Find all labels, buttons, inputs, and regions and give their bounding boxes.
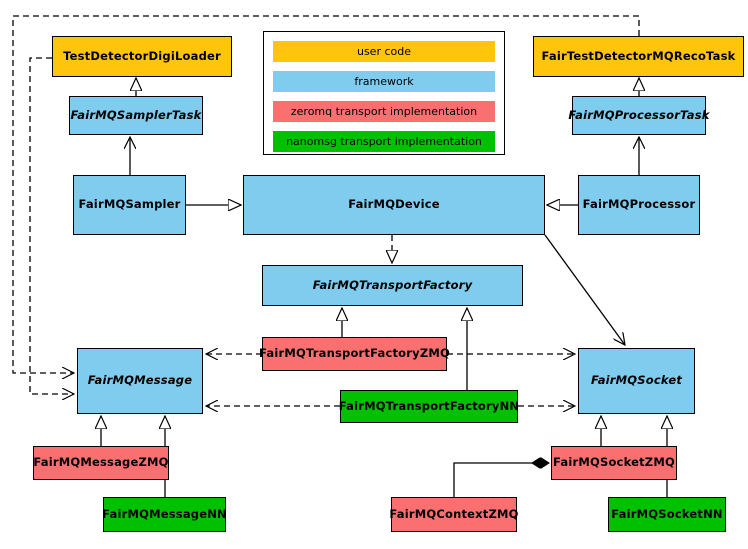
legend: user code framework zeromq transport imp… xyxy=(263,31,505,155)
class-label: FairMQTransportFactoryZMQ xyxy=(259,346,451,361)
class-box-fairtestdetectormqrecotask[interactable]: FairTestDetectorMQRecoTask xyxy=(533,36,744,77)
legend-label: nanomsg transport implementation xyxy=(286,135,482,148)
class-label: FairTestDetectorMQRecoTask xyxy=(541,48,736,63)
class-box-fairmqsampler[interactable]: FairMQSampler xyxy=(73,175,186,235)
legend-item-zeromq: zeromq transport implementation xyxy=(273,101,495,122)
class-box-fairmqtransportfactoryzmq[interactable]: FairMQTransportFactoryZMQ xyxy=(259,337,451,371)
class-box-fairmqprocessor[interactable]: FairMQProcessor xyxy=(578,175,700,235)
legend-label: user code xyxy=(356,45,412,58)
class-label: FairMQProcessor xyxy=(582,197,696,212)
class-label: FairMQSocket xyxy=(590,373,683,388)
legend-label: framework xyxy=(354,75,414,88)
class-box-fairmqsocketnn[interactable]: FairMQSocketNN xyxy=(608,497,726,532)
class-box-fairmqtransportfactory[interactable]: FairMQTransportFactory xyxy=(262,265,523,306)
class-box-fairmqsocket[interactable]: FairMQSocket xyxy=(578,348,695,414)
class-box-fairmqprocessortask[interactable]: FairMQProcessorTask xyxy=(568,96,709,135)
class-label: TestDetectorDigiLoader xyxy=(63,48,221,63)
class-box-fairmqcontextzmq[interactable]: FairMQContextZMQ xyxy=(389,497,519,532)
class-label: FairMQSampler xyxy=(78,197,181,212)
class-label: FairMQDevice xyxy=(348,197,440,212)
legend-label: zeromq transport implementation xyxy=(290,105,478,118)
legend-item-framework: framework xyxy=(273,71,495,92)
class-box-fairmqsamplertask[interactable]: FairMQSamplerTask xyxy=(69,96,203,135)
class-box-fairmqsocketzmq[interactable]: FairMQSocketZMQ xyxy=(551,446,677,480)
class-label: FairMQProcessorTask xyxy=(568,107,710,122)
class-label: FairMQMessage xyxy=(87,373,193,388)
class-box-fairmqmessagezmq[interactable]: FairMQMessageZMQ xyxy=(33,446,169,480)
class-box-testdetectordigiloader[interactable]: TestDetectorDigiLoader xyxy=(52,36,232,77)
class-box-fairmqmessagenn[interactable]: FairMQMessageNN xyxy=(102,497,227,532)
class-label: FairMQMessageZMQ xyxy=(33,455,169,470)
class-box-fairmqdevice[interactable]: FairMQDevice xyxy=(243,175,545,235)
class-box-fairmqmessage[interactable]: FairMQMessage xyxy=(77,348,203,414)
class-label: FairMQSamplerTask xyxy=(70,107,202,122)
legend-item-user-code: user code xyxy=(273,41,495,62)
legend-item-nanomsg: nanomsg transport implementation xyxy=(273,131,495,152)
class-box-fairmqtransportfactorynn[interactable]: FairMQTransportFactoryNN xyxy=(338,390,520,423)
class-label: FairMQContextZMQ xyxy=(389,506,519,521)
class-label: FairMQSocketZMQ xyxy=(553,455,675,470)
class-label: FairMQTransportFactory xyxy=(312,277,473,292)
class-label: FairMQMessageNN xyxy=(102,506,227,521)
class-label: FairMQSocketNN xyxy=(611,506,723,521)
class-label: FairMQTransportFactoryNN xyxy=(338,398,520,413)
